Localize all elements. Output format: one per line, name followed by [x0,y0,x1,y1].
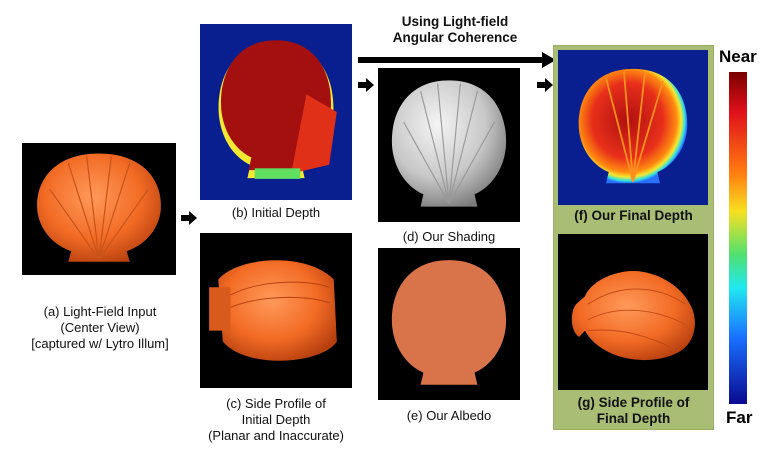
caption-line: Final Depth [596,411,671,426]
caption-line: (g) Side Profile of [577,395,690,410]
arrow-right-icon [181,211,197,225]
caption-f: (f) Our Final Depth [555,208,712,224]
top-arrow-label: Using Light-field Angular Coherence [385,14,525,46]
caption-line: (a) Light-Field Input [43,304,157,319]
albedo-image [378,248,520,400]
caption-line: [captured w/ Lytro Illum] [31,336,169,351]
caption-line: (Planar and Inaccurate) [208,428,344,443]
coherence-arrow-shaft [358,57,544,63]
caption-b: (b) Initial Depth [200,205,352,221]
colorbar-far-label: Far [726,408,753,427]
caption-line: (c) Side Profile of [226,396,326,411]
caption-line: (b) Initial Depth [231,205,321,220]
colorbar-near-label: Near [719,47,757,66]
shading-image [378,68,520,222]
initial-depth-side-profile-image [200,233,352,388]
caption-g: (g) Side Profile of Final Depth [555,395,712,427]
caption-line: (e) Our Albedo [406,408,492,423]
caption-c: (c) Side Profile of Initial Depth (Plana… [190,396,362,444]
initial-depth-image [200,24,352,200]
caption-line: (f) Our Final Depth [574,208,693,223]
caption-a: (a) Light-Field Input (Center View) [cap… [0,304,200,352]
caption-d: (d) Our Shading [378,229,520,245]
final-depth-side-profile-image [558,234,708,390]
top-arrow-label-line: Using Light-field [401,14,509,29]
arrow-right-icon [537,78,553,92]
caption-line: (Center View) [60,320,140,335]
arrow-right-icon [358,78,374,92]
caption-line: (d) Our Shading [402,229,496,244]
top-arrow-label-line: Angular Coherence [392,30,518,45]
coherence-arrow-head [542,52,556,68]
caption-line: Initial Depth [241,412,311,427]
caption-e: (e) Our Albedo [378,408,520,424]
final-depth-image [558,50,708,205]
light-field-input-image [22,143,176,275]
depth-colorbar [729,72,747,404]
